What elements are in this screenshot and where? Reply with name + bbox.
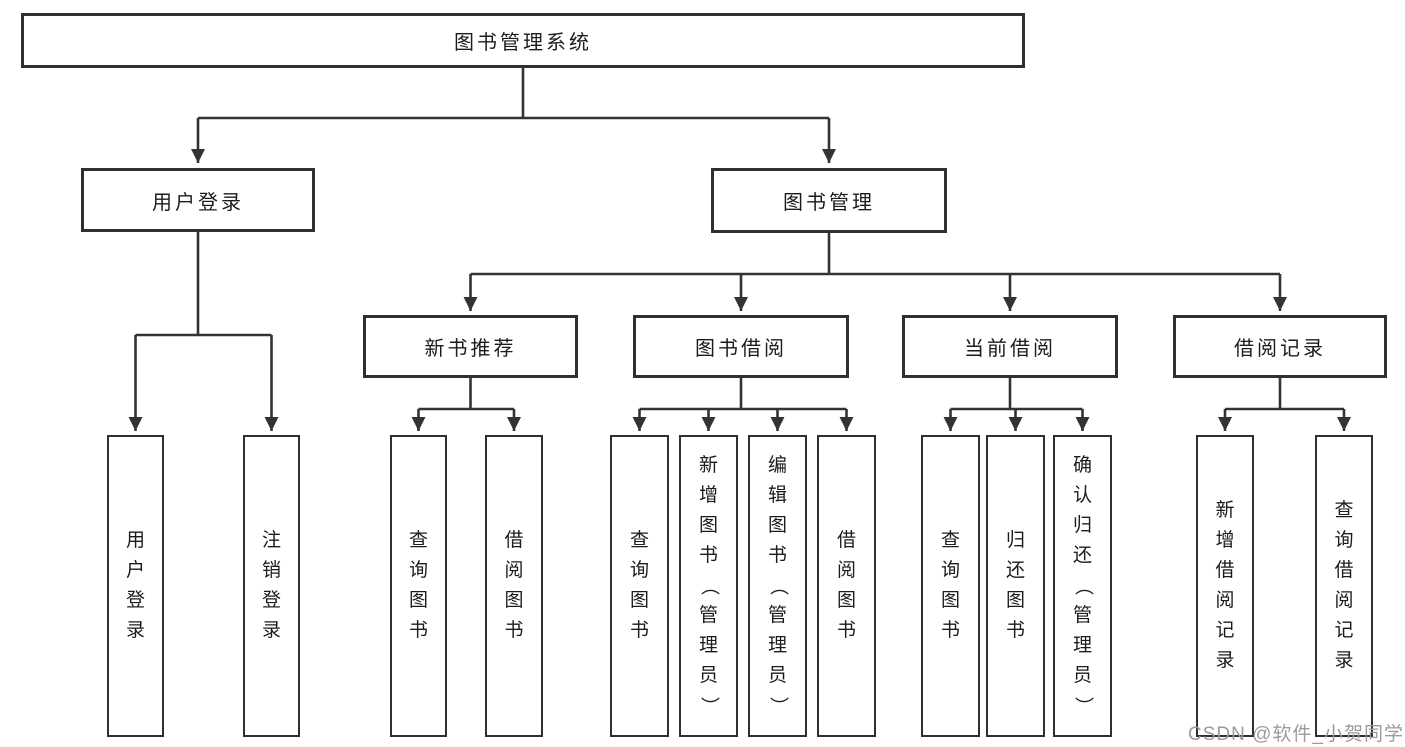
leaf-user-login-label: 用户登录 (125, 530, 145, 641)
watermark: CSDN @软件_小贺同学 (1188, 724, 1404, 745)
leaf-confirm-return-admin: 确认归还（管理员） (1053, 435, 1112, 737)
node-new-book-recommend: 新书推荐 (363, 315, 578, 378)
leaf-edit-books-admin-label: 编辑图书（管理员） (767, 455, 789, 716)
node-user-login: 用户登录 (81, 168, 315, 232)
node-book-management: 图书管理 (711, 168, 947, 233)
leaf-query-books-current-label: 查询图书 (940, 530, 960, 641)
leaf-query-books-borrowing-label: 查询图书 (629, 530, 649, 641)
leaf-borrow-books-label: 借阅图书 (836, 530, 856, 641)
leaf-add-books-admin: 新增图书（管理员） (679, 435, 738, 737)
leaf-add-books-admin-label: 新增图书（管理员） (698, 455, 720, 716)
leaf-return-books: 归还图书 (986, 435, 1045, 737)
node-borrowing-records: 借阅记录 (1173, 315, 1387, 378)
leaf-return-books-label: 归还图书 (1005, 530, 1025, 641)
leaf-query-books-current: 查询图书 (921, 435, 980, 737)
leaf-user-login: 用户登录 (107, 435, 164, 737)
node-current-borrowing: 当前借阅 (902, 315, 1118, 378)
leaf-logout-label: 注销登录 (261, 530, 281, 641)
leaf-query-books-recommend: 查询图书 (390, 435, 447, 737)
leaf-query-borrow-record-label: 查询借阅记录 (1334, 500, 1354, 671)
leaf-confirm-return-admin-label: 确认归还（管理员） (1072, 455, 1094, 716)
diagram-root-box: 图书管理系统 (21, 13, 1025, 68)
leaf-add-borrow-record-label: 新增借阅记录 (1215, 500, 1235, 671)
leaf-borrow-books-recommend-label: 借阅图书 (504, 530, 524, 641)
leaf-logout: 注销登录 (243, 435, 300, 737)
leaf-query-borrow-record: 查询借阅记录 (1315, 435, 1373, 737)
leaf-edit-books-admin: 编辑图书（管理员） (748, 435, 807, 737)
leaf-borrow-books-recommend: 借阅图书 (485, 435, 543, 737)
leaf-query-books-recommend-label: 查询图书 (408, 530, 428, 641)
leaf-borrow-books: 借阅图书 (817, 435, 876, 737)
leaf-query-books-borrowing: 查询图书 (610, 435, 669, 737)
leaf-add-borrow-record: 新增借阅记录 (1196, 435, 1254, 737)
node-book-borrowing: 图书借阅 (633, 315, 849, 378)
